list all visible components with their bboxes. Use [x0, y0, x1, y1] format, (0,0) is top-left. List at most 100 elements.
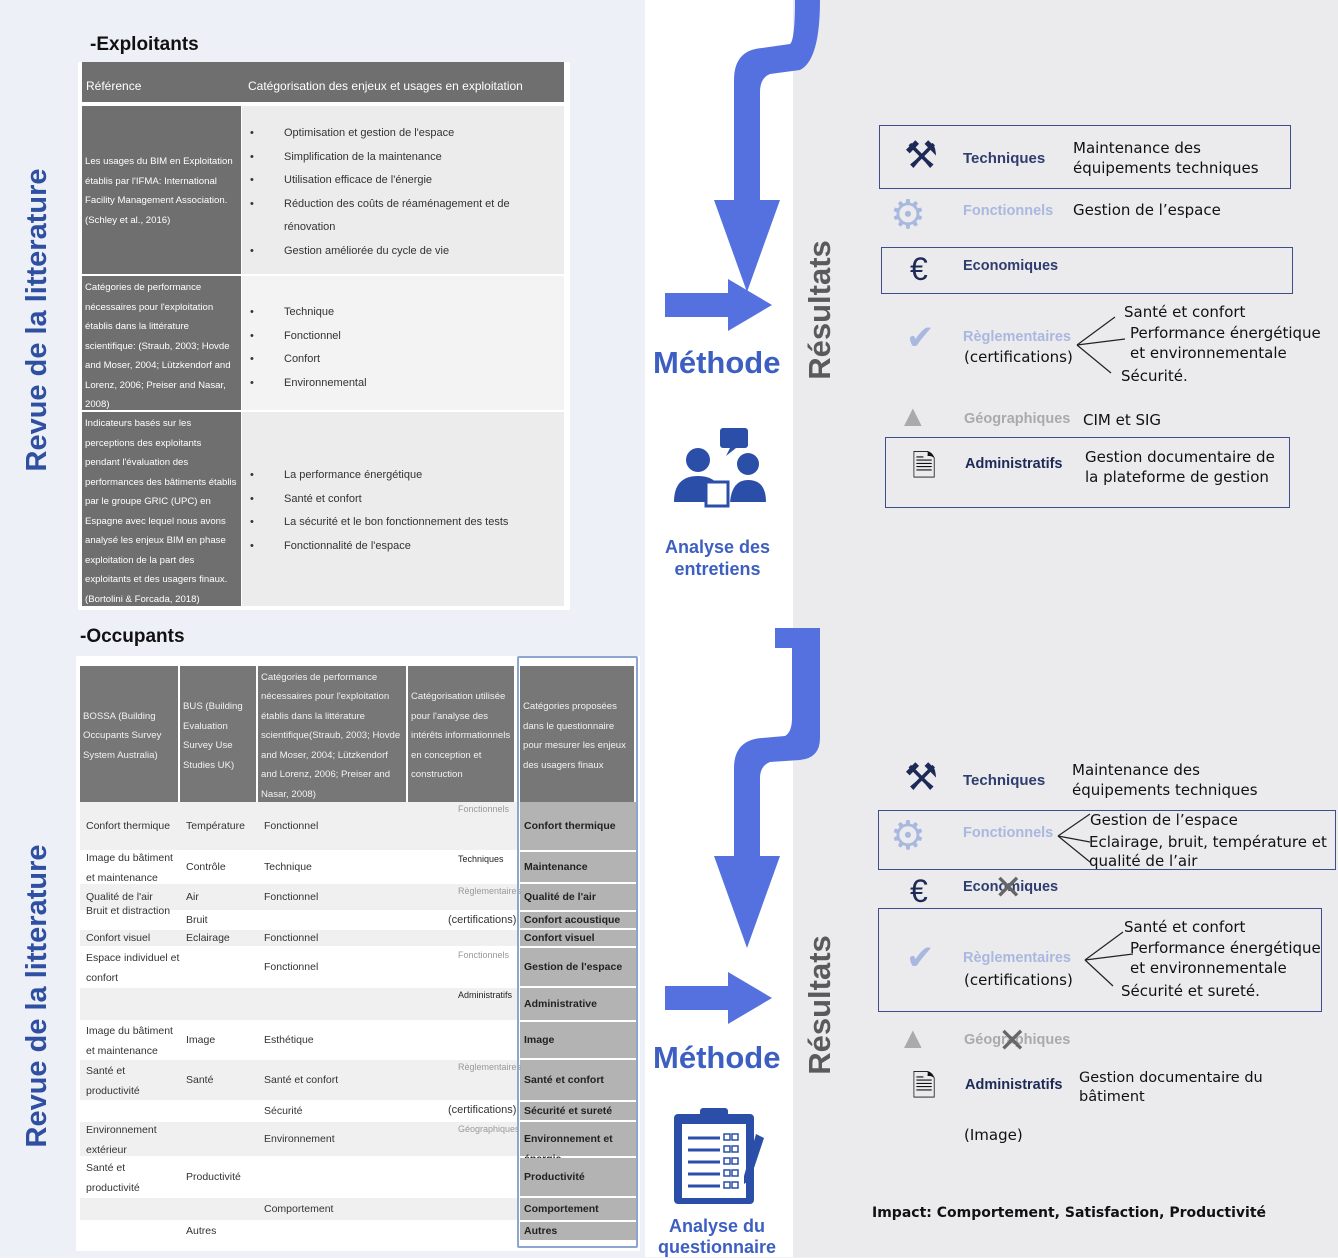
table-cell: Environnement extérieur [86, 1124, 157, 1156]
occupants-table: BOSSA (Building Occupants Survey System … [76, 656, 640, 1251]
literature-title-top: Revue de la litterature [21, 168, 53, 472]
table-row-ref: Les usages du BIM en Exploitation établi… [82, 106, 241, 274]
regl-item: et environnementale [1130, 344, 1287, 362]
category-icon-label: Fonctionnels [458, 950, 510, 960]
table-cell: Espace individuel et confort [86, 952, 180, 984]
compass-icon: ⚒ [904, 135, 939, 177]
questionnaire-icon [674, 1108, 764, 1204]
administratifs-desc: Gestion documentaire du bâtiment [1079, 1070, 1263, 1105]
flow-arrow-top [714, 0, 820, 292]
table-cell: Santé et productivité [86, 1065, 140, 1097]
fonctionnels-label: Fonctionnels [963, 203, 1054, 219]
header-proposed: Catégories proposées dans le questionnai… [520, 666, 634, 806]
branch-lines [1076, 316, 1125, 374]
table-row-items: La performance énergétique Santé et conf… [242, 412, 564, 606]
fonct-item: Eclairage, bruit, température et [1089, 833, 1327, 851]
document-icon: 🗎 [912, 1070, 937, 1103]
table-row [80, 1102, 518, 1120]
proposed-cell-bg [520, 1222, 636, 1240]
occupants-heading: -Occupants [80, 626, 185, 647]
table-cell: Autres [186, 1225, 217, 1237]
proposed-cell-bg [520, 1102, 636, 1120]
table-row-items: Technique Fonctionnel Confort Environnem… [242, 276, 564, 410]
header-bossa: BOSSA (Building Occupants Survey System … [80, 666, 178, 806]
table-row [80, 852, 518, 882]
table-row [80, 1198, 518, 1220]
analysis-interviews: Analyse des entretiens [664, 537, 771, 579]
table-cell: Comportement [264, 1203, 334, 1215]
interview-icon [674, 428, 766, 508]
table-row [80, 1060, 518, 1100]
table-header: Référence Catégorisation des enjeux et u… [82, 62, 564, 102]
list-item: Fonctionnalité de l'espace [242, 535, 564, 559]
administratifs-label: Administratifs [965, 456, 1063, 472]
category-icon-label: Techniques [458, 854, 504, 864]
branch-lines [1057, 813, 1091, 863]
table-cell: Qualité de l'air [86, 891, 153, 903]
table-row-items: Optimisation et gestion de l'espace Simp… [242, 106, 564, 274]
proposed-cell-bg [520, 1158, 636, 1196]
table-cell: Image du bâtiment et maintenance [86, 1025, 173, 1057]
proposed-cell-bg [520, 948, 636, 986]
list-item: Utilisation efficace de l'énergie [242, 169, 564, 193]
proposed-category: Maintenance [524, 861, 588, 873]
economiques-box [881, 247, 1293, 294]
header-bus: BUS (Building Evaluation Survey Use Stud… [180, 666, 256, 806]
table-row [80, 1158, 518, 1196]
proposed-category: Qualité de l'air [524, 891, 596, 903]
fonctionnels-label: Fonctionnels [963, 825, 1054, 841]
table-cell: Technique [264, 861, 312, 873]
list-item: Confort [242, 348, 564, 372]
proposed-cell-bg [520, 930, 636, 946]
techniques-desc: Maintenance des équipements techniques [1072, 761, 1258, 799]
table-cell: Image [186, 1034, 216, 1046]
fonct-item: qualité de l’air [1089, 852, 1198, 870]
table-row [80, 802, 518, 850]
document-icon: 🗎 [912, 450, 937, 483]
compass-icon: ⚒ [904, 757, 939, 799]
techniques-label: Techniques [963, 772, 1046, 789]
table-row-ref: Catégories de performance nécessaires po… [82, 276, 241, 410]
table-cell: Confort visuel [86, 932, 151, 944]
gears-icon: ⚙ [890, 814, 926, 858]
reglementaires-label: Règlementaires [963, 329, 1071, 345]
certifications-label: (certifications) [964, 971, 1073, 989]
regl-item: Performance énergétique [1130, 939, 1321, 957]
table-cell: Bruit et distraction [86, 905, 171, 917]
fonctionnels-box [878, 810, 1336, 870]
economiques-label: Economiques [963, 879, 1059, 895]
list-item: Optimisation et gestion de l'espace [242, 122, 564, 146]
category-icon-label: Administratifs [458, 990, 513, 1000]
branch-lines [1084, 931, 1133, 987]
proposed-cell-bg [520, 988, 636, 1020]
euro-icon: € [910, 873, 928, 909]
proposed-cell-bg [520, 802, 636, 850]
proposed-cell-bg [520, 884, 636, 910]
list-item: Simplification de la maintenance [242, 146, 564, 170]
category-icon-label: (certifications) [448, 1104, 517, 1116]
table-cell: Santé [186, 1074, 214, 1086]
exploitants-heading: -Exploitants [90, 34, 199, 55]
geographiques-desc: CIM et SIG [1083, 411, 1162, 429]
fonct-item: Gestion de l’espace [1090, 811, 1238, 829]
header-categorisation: Catégorisation utilisée pour l'analyse d… [408, 666, 514, 806]
flow-arrow-bottom [714, 628, 820, 948]
category-icon-label: Règlementaires [458, 1062, 522, 1072]
results-panel [793, 0, 1338, 1257]
proposed-category: Confort thermique [524, 820, 616, 832]
table-row [80, 884, 518, 910]
reglementaires-label: Règlementaires [963, 950, 1071, 966]
proposed-category: Santé et confort [524, 1074, 604, 1086]
table-cell: Image du bâtiment et maintenance [86, 852, 173, 884]
col-categorisation: Catégorisation des enjeux et usages en e… [248, 79, 523, 93]
proposed-category: Comportement [524, 1203, 599, 1215]
table-cell: Fonctionnel [264, 891, 319, 903]
cross-out-mark: ✕ [994, 869, 1023, 907]
proposed-cell-bg [520, 852, 636, 882]
col-reference: Référence [86, 79, 142, 93]
table-cell: Contrôle [186, 861, 226, 873]
techniques-box [879, 125, 1291, 189]
list-item: Environnemental [242, 372, 564, 396]
regl-item: Santé et confort [1124, 918, 1246, 936]
administratifs-desc: Gestion documentaire de la plateforme de… [1085, 448, 1275, 486]
